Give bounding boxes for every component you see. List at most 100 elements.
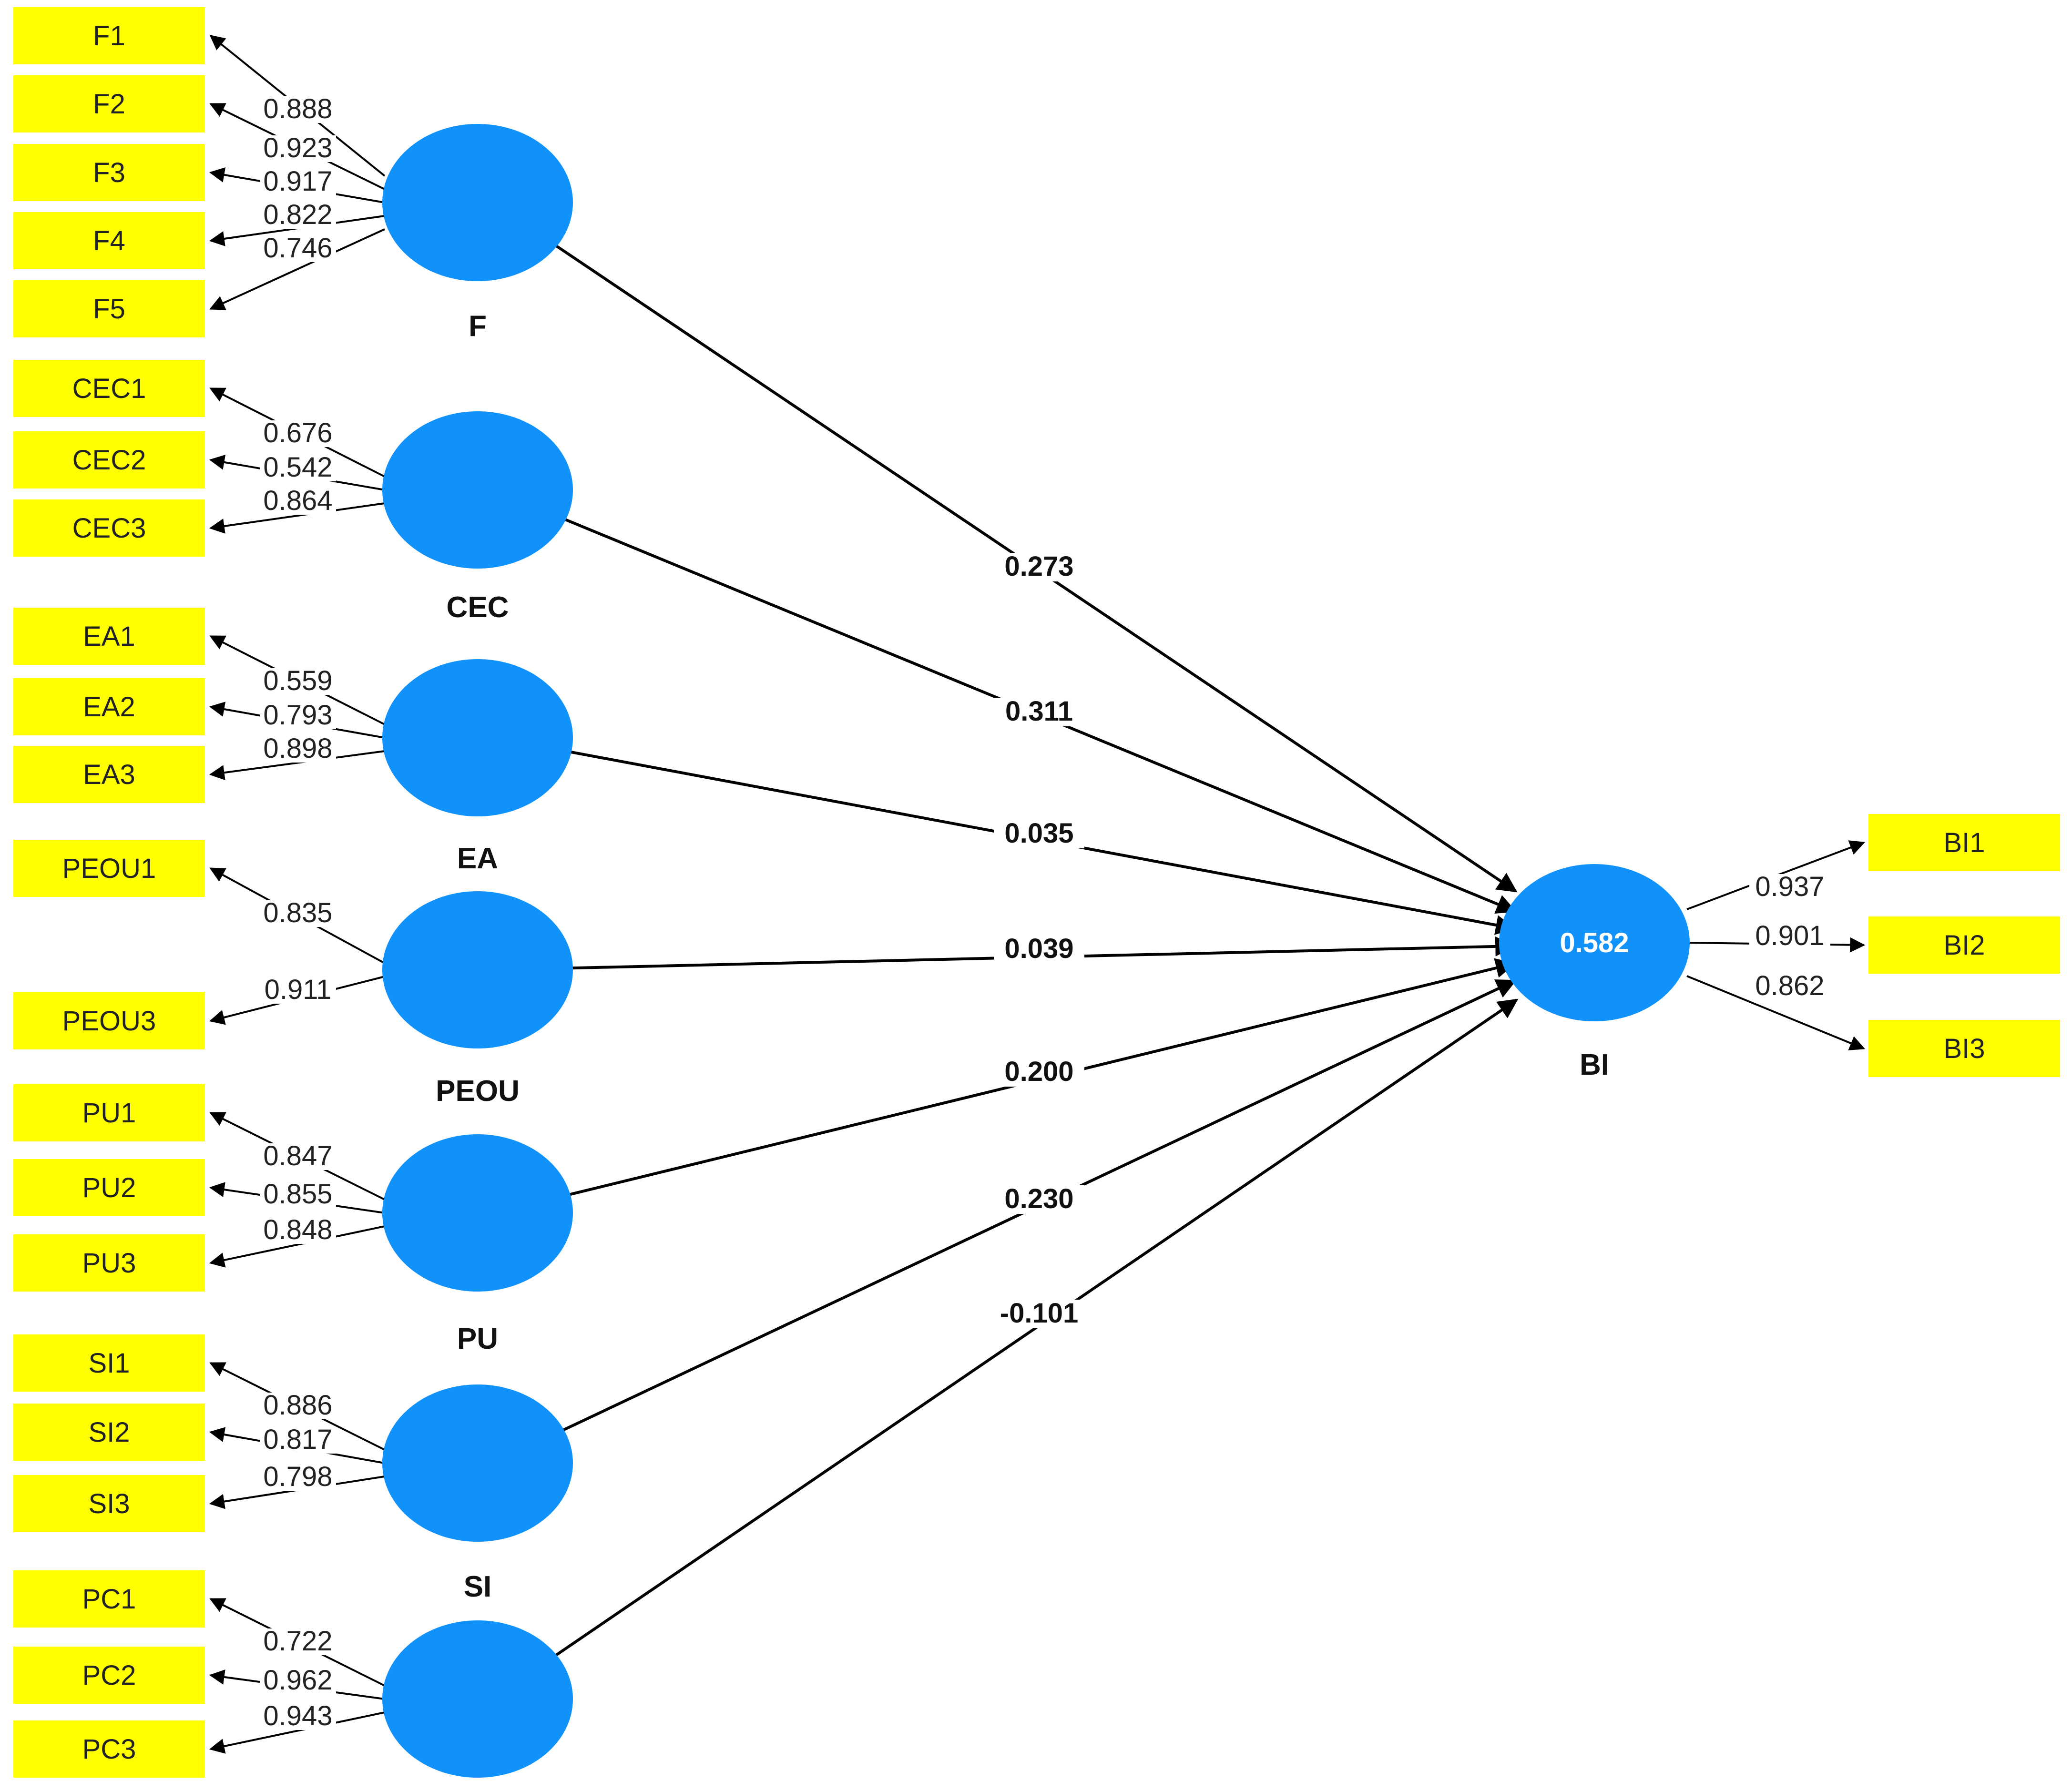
loading-value: 0.848 bbox=[263, 1214, 332, 1245]
loading-value: 0.943 bbox=[263, 1700, 332, 1731]
indicator-box bbox=[13, 1334, 205, 1392]
loading-value: 0.901 bbox=[1755, 920, 1824, 951]
path-label-bg bbox=[994, 698, 1084, 726]
indicator-label: EA1 bbox=[83, 621, 135, 652]
indicator-label: PU3 bbox=[82, 1248, 136, 1279]
indicator-box bbox=[13, 1159, 205, 1216]
node-label: PEOU bbox=[436, 1075, 520, 1108]
loading-value: 0.676 bbox=[263, 417, 332, 448]
loading-label-bg bbox=[260, 736, 336, 763]
loading-value: 0.746 bbox=[263, 233, 332, 264]
loading-arrow bbox=[209, 750, 385, 781]
indicator-label: CEC2 bbox=[72, 445, 146, 476]
loading-label-bg bbox=[260, 1393, 336, 1419]
node-label: EA bbox=[457, 842, 498, 875]
indicator-label: SI1 bbox=[88, 1348, 130, 1379]
loading-label-bg bbox=[260, 900, 336, 927]
indicator-box bbox=[13, 1084, 205, 1141]
loading-value: 0.937 bbox=[1755, 871, 1824, 902]
latent-node-pc bbox=[382, 1620, 573, 1778]
path-coefficient: 0.273 bbox=[1004, 551, 1073, 582]
path-label-bg bbox=[994, 1185, 1084, 1214]
loading-arrow bbox=[209, 502, 385, 534]
path-label-bg bbox=[994, 1058, 1084, 1087]
loading-label-bg bbox=[260, 1143, 336, 1170]
path-coefficient: 0.230 bbox=[1004, 1183, 1073, 1214]
loading-label-bg bbox=[260, 668, 336, 695]
loading-label-bg bbox=[260, 488, 336, 515]
indicator-label: CEC3 bbox=[72, 513, 146, 544]
loading-arrow bbox=[209, 228, 385, 310]
loading-arrow bbox=[209, 1711, 385, 1754]
loading-label-bg bbox=[260, 1181, 336, 1208]
indicator-label: PC2 bbox=[82, 1660, 136, 1691]
loading-value: 0.911 bbox=[265, 974, 332, 1005]
indicator-label: PC3 bbox=[82, 1734, 136, 1765]
indicator-label: F3 bbox=[93, 157, 125, 188]
latent-node-bi bbox=[1499, 864, 1690, 1021]
path-coefficient: 0.035 bbox=[1004, 818, 1073, 849]
indicator-box bbox=[13, 499, 205, 557]
loading-value: 0.822 bbox=[263, 199, 332, 230]
loading-value: 0.835 bbox=[263, 897, 332, 928]
indicator-box bbox=[13, 678, 205, 735]
loading-value: 0.793 bbox=[263, 700, 332, 731]
indicator-box bbox=[1868, 1020, 2060, 1077]
node-label: F bbox=[469, 310, 487, 343]
indicator-box bbox=[13, 7, 205, 64]
loading-label-bg bbox=[260, 1668, 336, 1694]
loading-value: 0.962 bbox=[263, 1665, 332, 1696]
latent-node-si bbox=[382, 1384, 573, 1542]
indicator-label: SI2 bbox=[88, 1417, 130, 1448]
indicator-box bbox=[13, 1570, 205, 1628]
path-coefficient: 0.200 bbox=[1004, 1056, 1073, 1087]
loading-value: 0.542 bbox=[263, 452, 332, 483]
latent-node-ea bbox=[382, 659, 573, 816]
loading-label-bg bbox=[260, 702, 336, 729]
indicator-label: PU1 bbox=[82, 1098, 136, 1129]
loading-value: 0.817 bbox=[263, 1424, 332, 1455]
loading-value: 0.886 bbox=[263, 1390, 332, 1421]
node-label: CEC bbox=[447, 591, 509, 624]
loading-label-bg bbox=[260, 235, 336, 262]
path-coefficient: -0.101 bbox=[1000, 1298, 1078, 1329]
path-label-bg bbox=[994, 935, 1084, 964]
indicator-box bbox=[1868, 814, 2060, 871]
loading-value: 0.923 bbox=[263, 132, 332, 163]
latent-node-pu bbox=[382, 1134, 573, 1292]
indicator-label: BI2 bbox=[1943, 930, 1985, 961]
loading-label-bg bbox=[260, 455, 336, 481]
indicator-box bbox=[13, 1404, 205, 1461]
indicator-box bbox=[13, 1234, 205, 1292]
indicator-box bbox=[13, 1475, 205, 1532]
indicator-box bbox=[13, 360, 205, 417]
loading-value: 0.559 bbox=[263, 665, 332, 696]
indicator-label: CEC1 bbox=[72, 373, 146, 404]
indicator-box bbox=[13, 75, 205, 132]
loading-value: 0.864 bbox=[263, 485, 332, 516]
loading-label-bg bbox=[260, 135, 336, 162]
indicator-box bbox=[1868, 916, 2060, 974]
indicator-label: PEOU3 bbox=[62, 1006, 156, 1037]
loading-label-bg bbox=[260, 1217, 336, 1244]
indicator-label: EA3 bbox=[83, 759, 135, 790]
loading-label-bg bbox=[260, 1703, 336, 1730]
node-label: BI bbox=[1580, 1048, 1609, 1081]
loading-label-bg bbox=[1749, 973, 1830, 1000]
indicator-box bbox=[13, 431, 205, 488]
loading-label-bg bbox=[260, 977, 336, 1004]
node-label: PU bbox=[457, 1323, 498, 1355]
path-coefficient: 0.311 bbox=[1005, 696, 1073, 727]
indicator-box bbox=[13, 746, 205, 803]
loading-value: 0.862 bbox=[1755, 970, 1824, 1001]
indicator-label: F5 bbox=[93, 294, 125, 325]
indicator-label: F2 bbox=[93, 89, 125, 120]
loading-value: 0.888 bbox=[263, 93, 332, 124]
loading-label-bg bbox=[260, 96, 336, 123]
loading-arrow bbox=[1686, 975, 1865, 1050]
indicator-label: F4 bbox=[93, 225, 125, 256]
path-label-bg bbox=[994, 553, 1084, 581]
indicator-label: PC1 bbox=[82, 1584, 136, 1615]
loading-value: 0.722 bbox=[263, 1626, 332, 1657]
loading-label-bg bbox=[260, 1628, 336, 1655]
